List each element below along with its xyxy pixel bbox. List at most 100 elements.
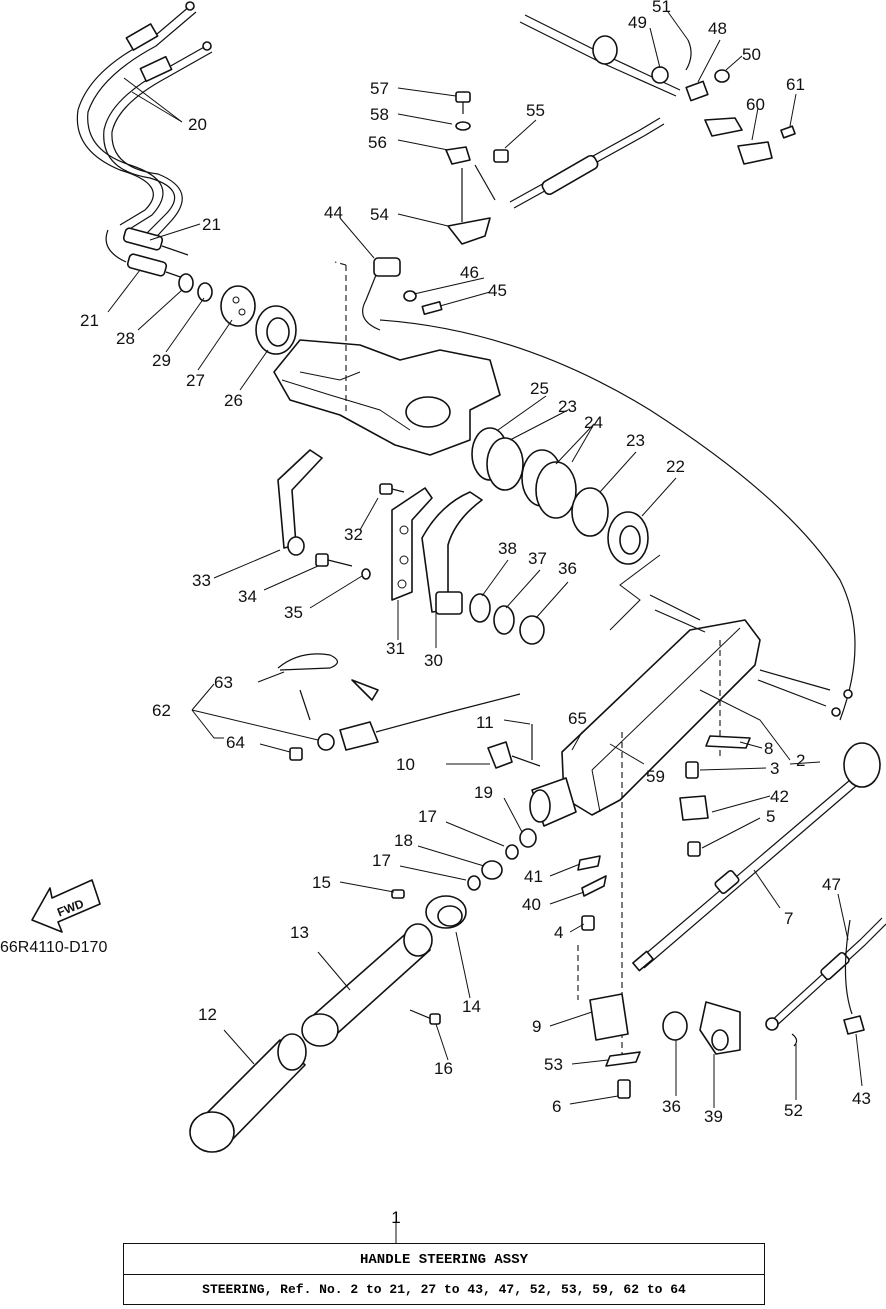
washer-46-bolt-45 [403,290,443,315]
brace-33 [277,449,323,556]
callout: 47 [822,875,841,894]
callout: 8 [764,739,773,758]
grommet-26 [255,305,297,355]
plate-27 [220,285,256,327]
callout: 46 [460,263,479,282]
plate-53 [605,1051,641,1067]
steering-bracket-body [273,261,501,456]
callout: 18 [394,831,413,850]
bushings-36-38 [469,593,545,645]
clamp-44 [362,257,401,331]
bolt-55 [493,149,509,163]
screw-16 [409,1009,441,1025]
callout: 4 [554,923,563,942]
parts-10-11 [487,724,541,769]
callout: 22 [666,457,685,476]
bolt-3 [685,761,699,779]
callout: 35 [284,603,303,622]
bolt-32 [379,483,405,495]
part-40 [581,875,607,897]
callout: 5 [766,807,775,826]
callout: 56 [368,133,387,152]
leader-lines [107,11,863,1244]
assembly-outline [379,319,856,721]
cover-8 [705,735,751,749]
arm-30 [421,491,483,615]
block-9 [577,945,629,1041]
callout: 17 [418,807,437,826]
callout: 6 [552,1097,561,1116]
callout-labels: 2 3 4 5 6 7 8 9 10 11 12 13 14 15 16 17 … [80,0,871,1126]
callout: 45 [488,281,507,300]
callout: 61 [786,75,805,94]
callout: 7 [784,909,793,928]
plates-22-25 [471,427,649,565]
callout: 12 [198,1005,217,1024]
callout: 58 [370,105,389,124]
bracket-54-56 [445,146,496,245]
callout: 59 [646,767,665,786]
callout: 34 [238,587,257,606]
callout: 52 [784,1101,803,1120]
callout: 19 [474,783,493,802]
bolt-5 [687,841,701,857]
callout: 57 [370,79,389,98]
bolt-6 [617,1079,631,1099]
callout: 14 [462,997,481,1016]
callout: 17 [372,851,391,870]
callout: 13 [290,923,309,942]
callout: 36 [662,1097,681,1116]
throttle-shaft-13 [301,923,433,1047]
callout: 9 [532,1017,541,1036]
callout: 23 [558,397,577,416]
link-47 [765,917,886,1031]
assembly-title-box: HANDLE STEERING ASSY STEERING, Ref. No. … [123,1243,765,1305]
callout: 20 [188,115,207,134]
callout: 3 [770,759,779,778]
clip-52 [791,1033,798,1047]
callout: 48 [708,19,727,38]
callout: 65 [568,709,587,728]
bushing-36-lower [662,1011,688,1041]
callout: 24 [584,413,603,432]
assembly-contents: STEERING, Ref. No. 2 to 21, 27 to 43, 47… [202,1282,686,1297]
fwd-arrow-icon: FWD [31,879,101,933]
grip-12 [189,1033,307,1153]
callout: 42 [770,787,789,806]
callout: 25 [530,379,549,398]
screw-15 [391,889,405,899]
callout: 2 [796,751,805,770]
steering-handle-2 [529,594,853,827]
callout: 60 [746,95,765,114]
callout: 64 [226,733,245,752]
bolt-57-washer-58 [455,91,471,131]
bracket-60-pin-61 [737,125,796,165]
shift-link-upper-48-51 [519,14,743,137]
callout: 27 [186,371,205,390]
parts-17-19 [467,828,537,891]
cable-ends-21 [105,227,193,282]
callout: 55 [526,101,545,120]
callout: 23 [626,431,645,450]
drawing-code: 66R4110-D170 [0,939,107,956]
lever-39 [699,1001,741,1055]
bracket-42 [679,795,709,821]
callout: 44 [324,203,343,222]
callout: 62 [152,701,171,720]
bolt-34-washer-35 [315,553,371,580]
callout: 29 [152,351,171,370]
assembly-name: HANDLE STEERING ASSY [124,1246,764,1275]
callout: 37 [528,549,547,568]
callout: 15 [312,873,331,892]
callout: 32 [344,525,363,544]
collar-14 [425,895,467,929]
callout: 40 [522,895,541,914]
callout: 26 [224,391,243,410]
callout: 10 [396,755,415,774]
callout: 54 [370,205,389,224]
callout: 51 [652,0,671,16]
callout: 49 [628,13,647,32]
callout: 43 [852,1089,871,1108]
callout: 11 [476,713,494,732]
callout: 21 [80,311,99,330]
